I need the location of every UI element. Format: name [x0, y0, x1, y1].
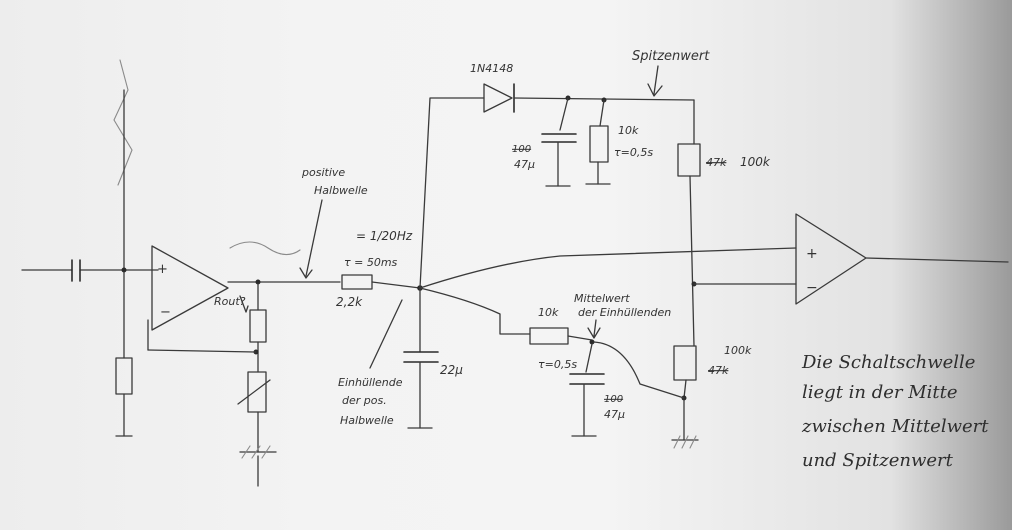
comparator: + − [419, 213, 1009, 305]
cap-mean-strike: 100 [604, 394, 623, 405]
cap-peak-label: 47µ [514, 158, 535, 171]
peak-capacitor: 100 47µ [512, 97, 577, 187]
diode-label: 1N4148 [470, 62, 513, 75]
opamp1-minus-label: − [160, 305, 171, 320]
res-mean-label: 10k [538, 306, 559, 319]
opamp1-plus-label: + [157, 262, 168, 277]
peak-resistor: 10k τ=0,5s [585, 99, 653, 185]
comparator-plus: + [806, 246, 818, 262]
positive-label: positive [301, 166, 345, 179]
input-resistor: 2,2k = 1/20Hz τ = 50ms [336, 229, 421, 309]
cap-peak-strike: 100 [512, 144, 531, 155]
comparator-minus: − [806, 280, 818, 296]
opamp1-feedback [147, 241, 341, 487]
mean-label-2: der Einhüllenden [578, 306, 671, 319]
cap-mean-label: 47µ [604, 408, 625, 421]
input-capacitor [71, 259, 81, 282]
freq-label: = 1/20Hz [356, 229, 413, 243]
threshold-note: Die Schaltschwelle liegt in der Mitte zw… [801, 352, 989, 471]
mean-capacitor: 100 47µ [569, 343, 625, 437]
envelope-label-3: Halbwelle [340, 414, 394, 427]
envelope-annotation: Einhüllende der pos. Halbwelle [338, 299, 403, 427]
envelope-node: 22µ [403, 285, 463, 429]
note-line-4: und Spitzenwert [802, 450, 954, 471]
tau-in-label: τ = 50ms [344, 256, 398, 269]
divider-column: 47k 100k 100k 47k [671, 99, 771, 449]
res-bot-label: 100k [724, 344, 752, 357]
note-line-3: zwischen Mittelwert [801, 416, 989, 437]
peak-branch: 1N4148 Spitzenwert [419, 49, 710, 289]
note-line-1: Die Schaltschwelle [801, 352, 975, 373]
res-in-label: 2,2k [336, 295, 363, 309]
rout-label: Rout? [214, 295, 246, 308]
envelope-label-2: der pos. [342, 394, 387, 407]
res-bot-strike: 47k [708, 364, 729, 377]
mean-label-1: Mittelwert [574, 292, 630, 305]
opamp-1: + − Rout? [151, 245, 249, 331]
peak-title: Spitzenwert [632, 49, 710, 64]
positive-halfwave-annotation: positive Halbwelle [299, 166, 368, 279]
halfwave-label: Halbwelle [314, 184, 368, 197]
envelope-label-1: Einhüllende [338, 376, 403, 389]
note-line-2: liegt in der Mitte [802, 382, 958, 403]
res-top-label: 100k [740, 155, 771, 169]
mean-branch: 10k τ=0,5s Mittelwert der Einhüllenden [419, 287, 685, 399]
tau-peak-label: τ=0,5s [614, 146, 653, 159]
tau-mean-label: τ=0,5s [538, 358, 577, 371]
res-peak-label: 10k [618, 124, 639, 137]
res-top-strike: 47k [706, 156, 727, 169]
bias-network [113, 59, 133, 437]
cap-in-label: 22µ [440, 363, 463, 377]
